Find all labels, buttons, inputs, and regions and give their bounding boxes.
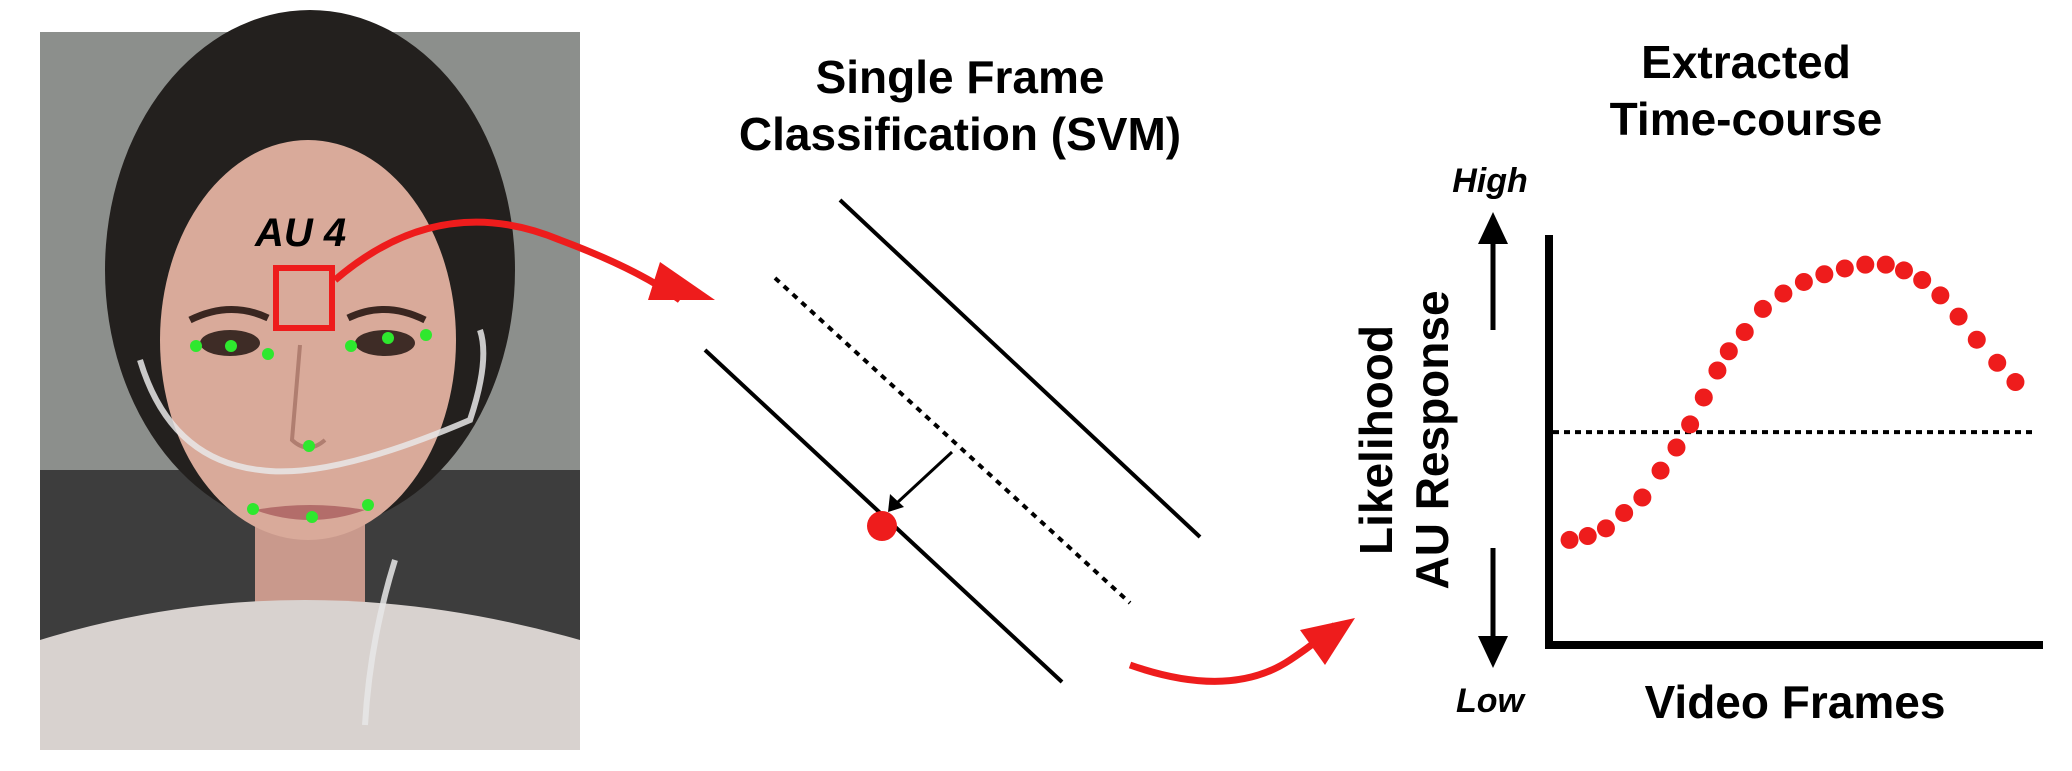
data-point [1949,307,1968,326]
data-point [1615,503,1634,522]
data-point [1794,272,1813,291]
landmark-dot [225,340,237,352]
projection-line [896,450,954,504]
xlabel: Video Frames [1645,676,1946,728]
data-point [1931,286,1950,305]
vertical-arrow-icon [1478,212,1508,244]
data-point [1651,461,1670,480]
data-point [1815,265,1834,284]
right-eyebrow [346,306,427,324]
data-point [2006,373,2025,392]
data-point [1774,284,1793,303]
landmark-dot [247,503,259,515]
cannula-tube [362,559,398,726]
ylabel-line2: AU Response [1406,290,1458,589]
data-point [1835,259,1854,278]
data-point [1578,527,1597,546]
data-point [1735,323,1754,341]
data-point [1560,530,1579,549]
likelihood-points [1560,255,2025,549]
curved-arrow-icon [1300,618,1355,665]
data-point [1967,330,1986,349]
data-point [1681,415,1700,434]
svm-title-line1: Single Frame [816,51,1105,103]
data-point [1988,353,2007,372]
timecourse-title-line2: Time-course [1610,93,1883,145]
landmark-dot [420,329,432,341]
curved-arrow-icon [648,262,715,300]
svm-panel: Single Frame Classification (SVM) [703,51,1202,684]
data-point [1667,438,1686,457]
landmark-dot [190,340,202,352]
shirt [40,600,580,750]
facial-landmarks [190,329,432,523]
low-label: Low [1456,682,1527,720]
sample-frame-point [867,511,897,541]
landmark-dot [262,348,274,360]
data-point [1708,361,1727,380]
data-point [1596,519,1615,538]
nasal-cannula [137,329,487,475]
data-point [1856,255,1875,274]
landmark-dot [303,440,315,452]
au-label: AU 4 [254,211,346,255]
landmark-dot [362,499,374,511]
vertical-arrow-icon [1478,636,1508,668]
data-point [1633,488,1652,507]
projection-arrow-icon [888,494,904,512]
landmark-dot [306,511,318,523]
svm-title-line2: Classification (SVM) [739,108,1181,160]
data-point [1876,255,1895,274]
data-point [1719,342,1738,361]
face-photo: AU 4 [40,10,580,750]
decision-boundary [773,276,1132,605]
high-label: High [1452,162,1528,200]
ylabel-line1: Likelihood [1350,325,1402,555]
data-point [1894,261,1913,280]
data-point [1694,388,1713,407]
face [160,140,456,540]
margin-line-upper [838,198,1202,539]
landmark-dot [382,332,394,344]
flow-arrow-to-svm [332,218,683,303]
left-eyebrow [188,306,270,324]
landmark-dot [345,340,357,352]
au-region-box [273,265,335,331]
timecourse-panel: Extracted Time-course High Low Likelihoo… [1350,36,2043,728]
timecourse-title-line1: Extracted [1641,36,1851,88]
data-point [1753,299,1772,318]
data-point [1913,271,1932,290]
